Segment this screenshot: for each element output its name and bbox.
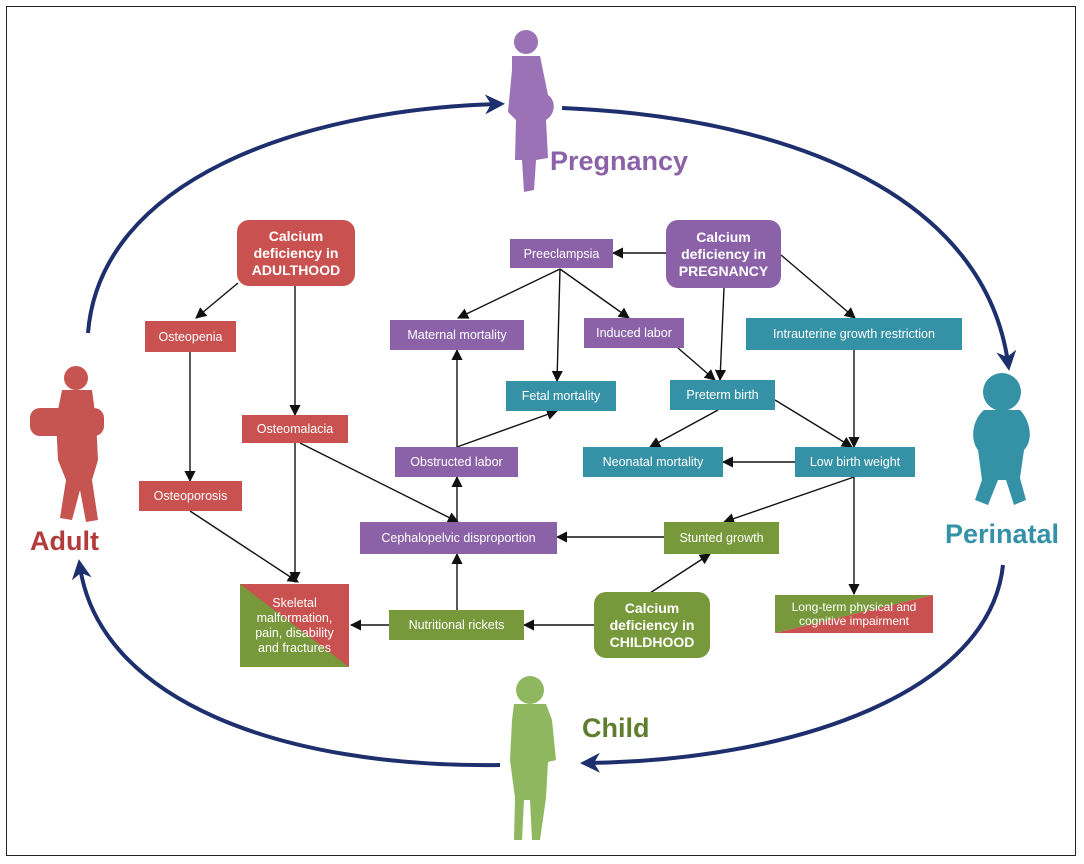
arrow-pregnancy-pretermbirth bbox=[714, 287, 727, 382]
node-skeletal-malformation: Skeletal malformation, pain, disability … bbox=[255, 595, 334, 655]
node-calcium-deficiency-childhood: Calcium deficiency in CHILDHOOD bbox=[594, 592, 710, 658]
stage-label-perinatal: Perinatal bbox=[945, 519, 1060, 549]
pregnant-woman-icon bbox=[508, 30, 554, 192]
node-obstructed-labor: Obstructed labor bbox=[395, 447, 518, 477]
node-intrauterine-growth-restriction: Intrauterine growth restriction bbox=[746, 318, 962, 350]
longterm-box-fill-red bbox=[775, 595, 933, 633]
arrow-preeclampsia-induced bbox=[559, 268, 630, 319]
arrow-obstructed-fetal bbox=[456, 409, 559, 448]
node-osteomalacia: Osteomalacia bbox=[242, 415, 348, 443]
node-maternal-mortality: Maternal mortality bbox=[390, 320, 524, 350]
arrow-osteomalacia-cephalopelvic bbox=[299, 442, 460, 523]
node-stunted-growth: Stunted growth bbox=[664, 522, 779, 554]
node-fetal-mortality: Fetal mortality bbox=[506, 381, 616, 411]
node-calcium-deficiency-pregnancy: Calcium deficiency in PREGNANCY bbox=[666, 220, 781, 288]
arrow-preeclampsia-fetal bbox=[551, 268, 563, 383]
arrow-preeclampsia-maternal bbox=[456, 268, 561, 319]
node-cephalopelvic-disproportion: Cephalopelvic disproportion bbox=[360, 522, 557, 554]
node-neonatal-mortality: Neonatal mortality bbox=[583, 447, 723, 477]
diagram-frame bbox=[6, 6, 1076, 856]
cycle-arc-perinatal-to-child bbox=[580, 564, 1005, 773]
arrow-pretermbirth-lowbirthweight bbox=[774, 399, 853, 448]
node-osteoporosis: Osteoporosis bbox=[139, 481, 242, 511]
arrow-pretermbirth-neonatal bbox=[649, 409, 719, 448]
child-icon bbox=[510, 676, 556, 840]
arrow-lowbirthweight-stunted bbox=[722, 476, 855, 524]
node-calcium-deficiency-adulthood: Calcium deficiency in ADULTHOOD bbox=[237, 220, 355, 286]
arrow-induced-pretermbirth bbox=[677, 347, 716, 381]
stage-label-child: Child bbox=[582, 713, 650, 743]
arrow-adulthood-osteopenia bbox=[195, 282, 239, 319]
node-low-birth-weight: Low birth weight bbox=[795, 447, 915, 477]
arrow-pregnancy-iugr bbox=[780, 254, 856, 319]
stage-label-adult: Adult bbox=[30, 526, 99, 556]
cycle-arc-adult-to-pregnancy bbox=[86, 94, 505, 334]
node-preterm-birth: Preterm birth bbox=[670, 380, 775, 410]
stage-label-pregnancy: Pregnancy bbox=[550, 146, 689, 176]
baby-icon bbox=[973, 373, 1030, 505]
node-nutritional-rickets: Nutritional rickets bbox=[389, 610, 524, 640]
skeletal-box-fill bbox=[240, 584, 349, 667]
cycle-arc-pregnancy-to-perinatal bbox=[561, 106, 1017, 371]
node-osteopenia: Osteopenia bbox=[145, 321, 236, 352]
node-induced-labor: Induced labor bbox=[584, 318, 684, 348]
arrow-osteoporosis-skeletal bbox=[189, 510, 299, 583]
cycle-arc-child-to-adult bbox=[71, 559, 501, 768]
arrow-childhood-stunted bbox=[649, 553, 711, 594]
node-preeclampsia: Preeclampsia bbox=[510, 239, 613, 268]
node-long-term-impairment: Long-term physical and cognitive impairm… bbox=[791, 600, 917, 628]
adult-woman-icon bbox=[30, 366, 104, 522]
